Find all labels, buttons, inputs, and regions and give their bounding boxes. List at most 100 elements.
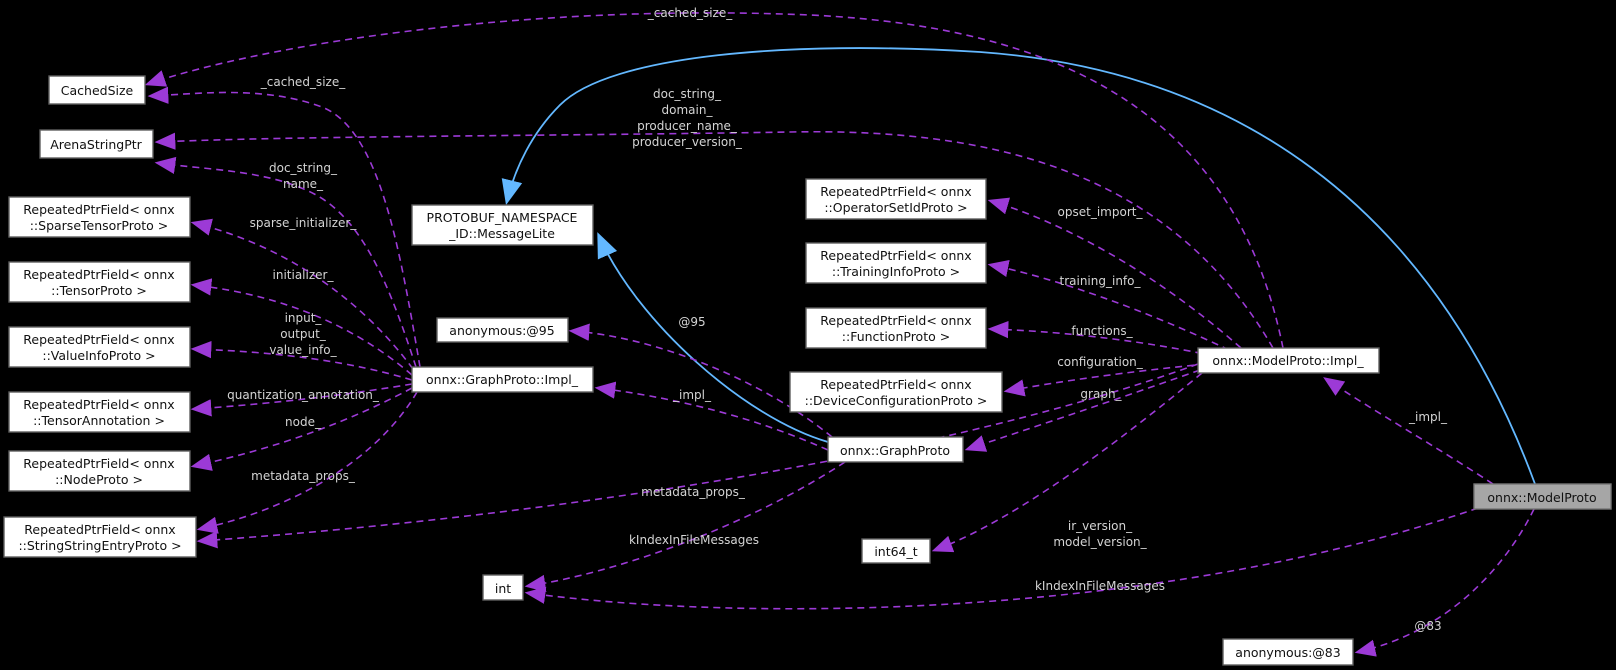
edge-gimpl-valueinfo bbox=[190, 340, 413, 381]
edge-gimpl-sparsetensor bbox=[190, 218, 414, 370]
node-repeatedptrfield-tensorannotation[interactable]: RepeatedPtrField< onnx ::TensorAnnotatio… bbox=[8, 391, 191, 433]
node-label: ::NodeProto > bbox=[55, 472, 143, 487]
node-label: onnx::GraphProto::Impl_ bbox=[426, 372, 579, 387]
edge-gimpl-nodeproto bbox=[190, 387, 413, 471]
edge-label: output_ bbox=[280, 327, 327, 341]
edge-labels: _cached_size_ doc_string_ domain_ produc… bbox=[227, 6, 1448, 633]
edge-label: producer_name_ bbox=[637, 119, 738, 133]
node-int64-t[interactable]: int64_t bbox=[861, 538, 931, 564]
node-label: RepeatedPtrField< onnx bbox=[24, 522, 175, 537]
edge-label: metadata_props_ bbox=[641, 485, 746, 499]
node-graphproto[interactable]: onnx::GraphProto bbox=[827, 436, 964, 463]
node-repeatedptrfield-stringstringentryproto[interactable]: RepeatedPtrField< onnx ::StringStringEnt… bbox=[3, 516, 197, 558]
node-anonymous-83[interactable]: anonymous:@83 bbox=[1222, 638, 1354, 666]
node-label: RepeatedPtrField< onnx bbox=[23, 202, 174, 217]
edge-label: quantization_annotation_ bbox=[227, 388, 380, 402]
node-repeatedptrfield-deviceconfigurationproto[interactable]: RepeatedPtrField< onnx ::DeviceConfigura… bbox=[789, 371, 1003, 413]
node-label: CachedSize bbox=[61, 83, 134, 98]
edge-label: domain_ bbox=[662, 103, 714, 117]
graphproto-impl-usage-edges bbox=[147, 86, 421, 534]
node-label: anonymous:@83 bbox=[1235, 645, 1340, 660]
edge-label: _cached_size_ bbox=[260, 75, 346, 89]
inheritance-edges bbox=[501, 47, 1536, 485]
edge-label: input_ bbox=[285, 311, 323, 325]
node-label: ::TensorProto > bbox=[51, 283, 147, 298]
edge-mimpl-arenastringptr bbox=[154, 130, 1274, 349]
node-graphproto-impl[interactable]: onnx::GraphProto::Impl_ bbox=[411, 366, 594, 393]
node-modelproto-impl[interactable]: onnx::ModelProto::Impl_ bbox=[1197, 347, 1380, 374]
modelproto-impl-usage-edges bbox=[144, 12, 1284, 553]
node-repeatedptrfield-tensorproto[interactable]: RepeatedPtrField< onnx ::TensorProto > bbox=[8, 261, 191, 303]
node-label: RepeatedPtrField< onnx bbox=[820, 248, 971, 263]
node-label: RepeatedPtrField< onnx bbox=[820, 377, 971, 392]
edge-label: value_info_ bbox=[269, 343, 337, 357]
node-label: ::TensorAnnotation > bbox=[33, 413, 165, 428]
node-label: ::DeviceConfigurationProto > bbox=[805, 393, 988, 408]
edge-gimpl-arenastringptr bbox=[154, 156, 417, 368]
edge-label: configuration_ bbox=[1057, 355, 1144, 369]
node-cachedsize[interactable]: CachedSize bbox=[48, 75, 146, 105]
edge-label: initializer_ bbox=[273, 268, 335, 282]
edge-label: opset_import_ bbox=[1058, 205, 1144, 219]
node-label: RepeatedPtrField< onnx bbox=[820, 184, 971, 199]
node-int[interactable]: int bbox=[482, 574, 524, 601]
edge-mimpl-int64 bbox=[931, 372, 1203, 553]
edge-label: ir_version_ bbox=[1068, 519, 1133, 533]
node-repeatedptrfield-functionproto[interactable]: RepeatedPtrField< onnx ::FunctionProto > bbox=[805, 307, 987, 349]
node-label: ArenaStringPtr bbox=[50, 137, 142, 152]
node-repeatedptrfield-valueinfoproto[interactable]: RepeatedPtrField< onnx ::ValueInfoProto … bbox=[8, 326, 191, 368]
edge-modelproto-impl bbox=[1323, 377, 1494, 485]
edge-gimpl-stringstring bbox=[196, 391, 418, 534]
edge-label: doc_string_ bbox=[653, 87, 722, 101]
node-label: anonymous:@95 bbox=[449, 323, 554, 338]
modelproto-usage-edges bbox=[524, 377, 1535, 657]
node-repeatedptrfield-traininginfoproto[interactable]: RepeatedPtrField< onnx ::TrainingInfoPro… bbox=[805, 242, 987, 284]
node-label: RepeatedPtrField< onnx bbox=[23, 456, 174, 471]
edge-label: graph_ bbox=[1080, 387, 1122, 401]
edge-graphproto-int bbox=[524, 461, 846, 592]
node-label: _ID::MessageLite bbox=[448, 226, 555, 241]
node-label: RepeatedPtrField< onnx bbox=[23, 397, 174, 412]
edge-label: @83 bbox=[1414, 619, 1441, 633]
node-label: onnx::ModelProto bbox=[1487, 490, 1596, 505]
node-modelproto[interactable]: onnx::ModelProto bbox=[1473, 483, 1612, 510]
edge-gimpl-cachedsize bbox=[147, 86, 421, 368]
edge-gimpl-tensorannotation bbox=[190, 383, 413, 417]
node-repeatedptrfield-nodeproto[interactable]: RepeatedPtrField< onnx ::NodeProto > bbox=[8, 450, 191, 492]
node-label: int64_t bbox=[874, 544, 917, 559]
edge-label: node_ bbox=[285, 415, 322, 429]
edge-label: metadata_props_ bbox=[251, 469, 356, 483]
node-label: ::StringStringEntryProto > bbox=[18, 538, 181, 553]
node-label: ::TrainingInfoProto > bbox=[832, 264, 960, 279]
edge-mimpl-stringstring bbox=[196, 363, 1199, 549]
node-anonymous-95[interactable]: anonymous:@95 bbox=[436, 317, 569, 343]
edge-mimpl-traininginfo bbox=[987, 259, 1230, 351]
edge-modelproto-anon83 bbox=[1354, 508, 1535, 657]
edge-label: producer_version_ bbox=[632, 135, 743, 149]
node-label: onnx::ModelProto::Impl_ bbox=[1212, 353, 1364, 368]
edge-mimpl-operatorsetid bbox=[987, 197, 1242, 349]
edge-modelproto-int bbox=[524, 507, 1479, 610]
edge-label: _impl_ bbox=[672, 388, 712, 402]
node-label: onnx::GraphProto bbox=[840, 443, 950, 458]
node-label: ::ValueInfoProto > bbox=[42, 348, 155, 363]
node-messagelite[interactable]: PROTOBUF_NAMESPACE _ID::MessageLite bbox=[411, 204, 594, 246]
edge-modelproto-inherits-messagelite bbox=[501, 47, 1536, 485]
node-repeatedptrfield-operatorsetidproto[interactable]: RepeatedPtrField< onnx ::OperatorSetIdPr… bbox=[805, 178, 987, 220]
node-arenastringptr[interactable]: ArenaStringPtr bbox=[39, 129, 154, 159]
edge-label: name_ bbox=[283, 177, 324, 191]
edge-graphproto-inherits-messagelite bbox=[597, 232, 829, 443]
node-repeatedptrfield-sparsetensorproto[interactable]: RepeatedPtrField< onnx ::SparseTensorPro… bbox=[8, 196, 191, 238]
graphproto-usage-edges bbox=[524, 323, 846, 592]
node-label: ::FunctionProto > bbox=[842, 329, 950, 344]
node-label: ::OperatorSetIdProto > bbox=[824, 200, 967, 215]
edge-label: doc_string_ bbox=[269, 161, 338, 175]
edge-mimpl-graphproto bbox=[964, 369, 1201, 452]
edge-label: _impl_ bbox=[1408, 410, 1448, 424]
node-label: ::SparseTensorProto > bbox=[30, 218, 169, 233]
edge-label: kIndexInFileMessages bbox=[1035, 579, 1165, 593]
edge-mimpl-deviceconfig bbox=[1003, 363, 1207, 397]
node-label: RepeatedPtrField< onnx bbox=[23, 267, 174, 282]
node-label: int bbox=[495, 581, 511, 596]
